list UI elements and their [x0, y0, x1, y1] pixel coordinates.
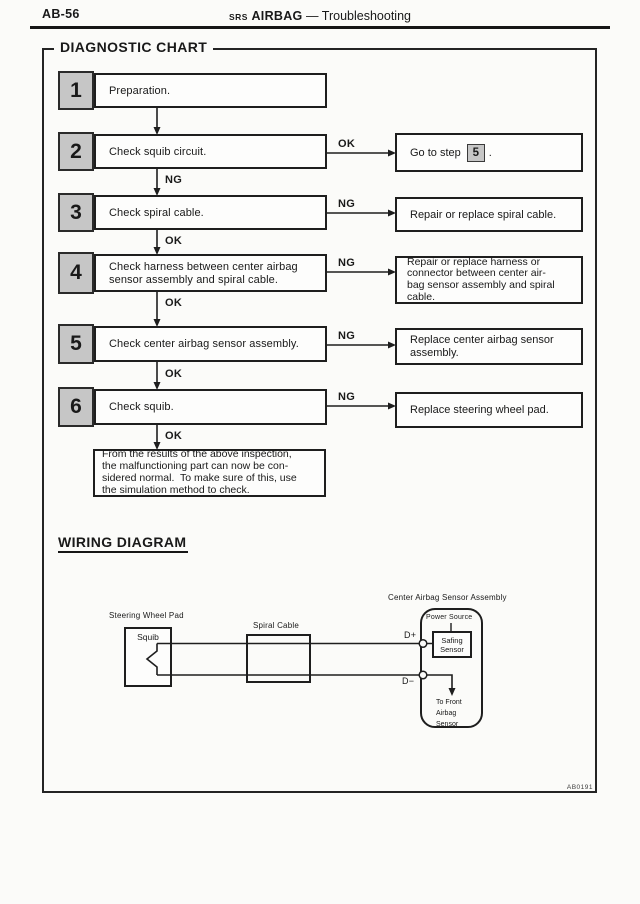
branch-label-ng: NG — [338, 391, 356, 403]
doc-title-srs: SRS — [229, 12, 248, 22]
center-airbag-sensor-assembly-label: Center Airbag Sensor Assembly — [388, 593, 507, 602]
power-source-label: Power Source — [426, 614, 473, 621]
step-box: Check spiral cable. — [94, 195, 327, 230]
step-number-badge: 6 — [58, 387, 94, 427]
result-line: bag sensor assembly and spiral — [407, 279, 555, 291]
branch-label-ng: NG — [338, 330, 356, 342]
header-rule — [30, 26, 610, 29]
result-box: Repair or replace spiral cable. — [395, 197, 583, 232]
step-box: Check harness between center airbag sens… — [94, 254, 327, 292]
goto-step-period: . — [488, 146, 492, 159]
safing-sensor-box: Safing Sensor — [432, 631, 472, 658]
step-number-badge: 2 — [58, 132, 94, 171]
step-box: Check squib. — [94, 389, 327, 425]
conclusion-box: From the results of the above inspection… — [93, 449, 326, 497]
result-line: cable. — [407, 290, 436, 303]
squib-label: Squib — [137, 632, 159, 642]
safing-sensor-line: Sensor — [440, 644, 464, 654]
step-label: Check squib. — [109, 401, 174, 413]
result-box: Repair or replace harness or connector b… — [395, 256, 583, 304]
to-front-line: To Front — [436, 699, 462, 706]
wiring-diagram-title: WIRING DIAGRAM — [58, 534, 189, 553]
conclusion-line: the malfunctioning part can now be con- — [102, 460, 289, 473]
to-front-line: Airbag — [436, 710, 457, 717]
down-label-ok: OK — [165, 235, 183, 247]
down-label-ng: NG — [165, 174, 183, 186]
step-box: Check center airbag sensor assembly. — [94, 326, 327, 362]
conclusion-line: From the results of the above inspection… — [102, 448, 292, 461]
down-label-ok: OK — [165, 368, 183, 380]
spiral-cable-label: Spiral Cable — [253, 621, 299, 630]
result-label: Repair or replace spiral cable. — [410, 208, 557, 221]
figure-code: AB0191 — [566, 784, 593, 791]
step-label-line: sensor assembly and spiral cable. — [109, 273, 278, 286]
conclusion-line: sidered normal. To make sure of this, us… — [102, 472, 297, 484]
doc-title-airbag: AIRBAG — [251, 9, 303, 23]
step-box: Preparation. — [94, 73, 327, 108]
step-number-badge: 3 — [58, 193, 94, 232]
diagnostic-chart-frame — [42, 48, 597, 793]
diagnostic-chart-title: DIAGNOSTIC CHART — [54, 39, 214, 55]
result-box: Replace center airbag sensor assembly. — [395, 328, 583, 365]
step-label: Check center airbag sensor assembly. — [109, 338, 299, 350]
branch-label-ng: NG — [338, 198, 356, 210]
conclusion-line: the simulation method to check. — [102, 483, 250, 496]
branch-label-ng: NG — [338, 257, 356, 269]
step-box: Check squib circuit. — [94, 134, 327, 169]
result-box-goto-step: Go to step 5 . — [395, 133, 583, 172]
inline-step-badge: 5 — [466, 143, 485, 162]
step-number-badge: 4 — [58, 252, 94, 294]
result-box: Replace steering wheel pad. — [395, 392, 583, 428]
step-label-line: Check harness between center airbag — [109, 261, 298, 273]
down-label-ok: OK — [165, 297, 183, 309]
step-label: Preparation. — [109, 84, 171, 97]
doc-title: SRS AIRBAG — Troubleshooting — [0, 9, 640, 23]
result-line: Replace center airbag sensor — [410, 333, 554, 346]
safing-sensor-line: Safing — [441, 635, 463, 645]
to-front-airbag-sensor-label: To Front Airbag Sensor — [436, 697, 462, 730]
to-front-line: Sensor — [436, 721, 459, 728]
d-minus-terminal-label: D− — [402, 676, 415, 686]
result-label: Replace steering wheel pad. — [410, 404, 549, 416]
step-number-badge: 5 — [58, 324, 94, 364]
step-label: Check spiral cable. — [109, 206, 204, 219]
step-label: Check squib circuit. — [109, 145, 207, 158]
result-line: assembly. — [410, 346, 459, 359]
step-number-badge: 1 — [58, 71, 94, 110]
steering-wheel-pad-label: Steering Wheel Pad — [109, 611, 184, 620]
doc-title-rest: — Troubleshooting — [302, 9, 411, 23]
d-plus-terminal-label: D+ — [404, 630, 417, 640]
goto-step-text: Go to step — [410, 146, 461, 159]
down-label-ok: OK — [165, 430, 183, 442]
squib-box: Squib — [124, 627, 172, 687]
page-number: AB-56 — [42, 7, 80, 21]
result-line: connector between center air- — [407, 267, 546, 280]
branch-label-ok: OK — [338, 138, 356, 150]
result-line: Repair or replace harness or — [407, 255, 541, 268]
